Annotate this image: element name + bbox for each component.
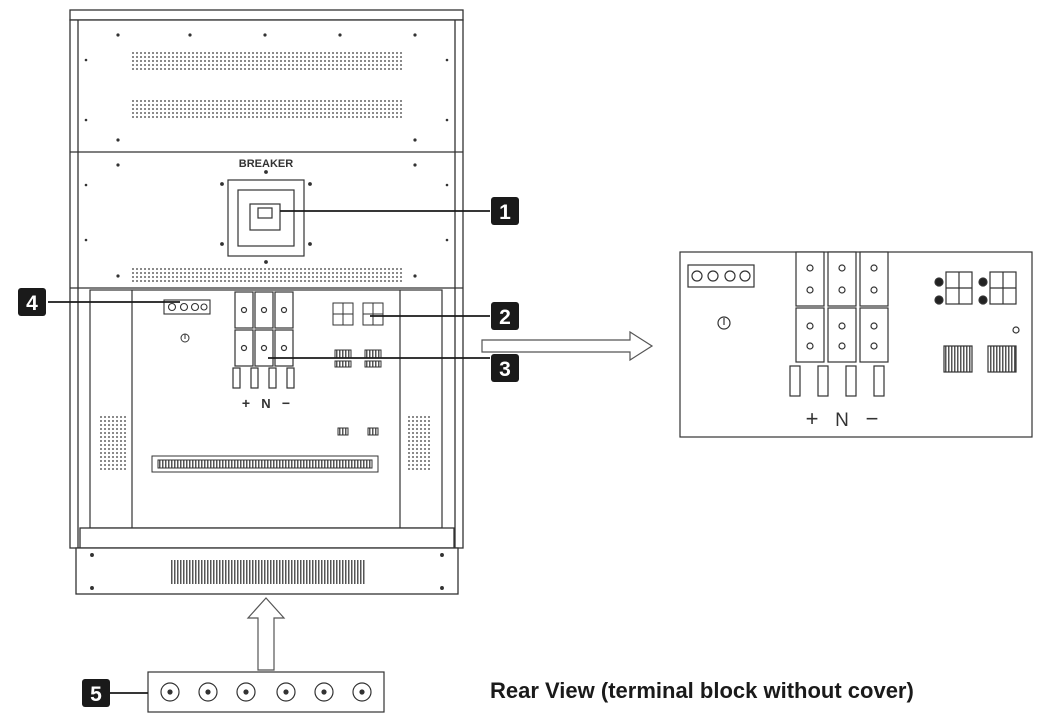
callout-4-label: 4 bbox=[26, 292, 38, 315]
detail-sign-minus: − bbox=[866, 406, 879, 431]
callout-3: 3 bbox=[491, 354, 519, 382]
cabinet-sign-plus: + bbox=[242, 395, 250, 411]
top-vent-lower bbox=[130, 98, 402, 120]
detail-sign-plus: + bbox=[806, 406, 819, 431]
right-arrow bbox=[481, 330, 654, 362]
callout-1-label: 1 bbox=[499, 201, 511, 224]
detail-terminal-signs: + N − bbox=[806, 406, 879, 431]
diagram-caption: Rear View (terminal block without cover) bbox=[490, 678, 914, 703]
breaker-label: BREAKER bbox=[239, 158, 293, 170]
cabinet-base bbox=[75, 527, 459, 595]
callout-5: 5 bbox=[82, 679, 110, 707]
middle-vent bbox=[130, 266, 402, 284]
terminal-block-detail bbox=[679, 251, 1033, 438]
callout-leader-lines bbox=[48, 210, 490, 694]
callout-2: 2 bbox=[491, 302, 519, 330]
callout-5-label: 5 bbox=[90, 683, 102, 706]
cabinet-sign-n: N bbox=[261, 396, 270, 411]
panel-screws bbox=[84, 33, 449, 278]
din-rail bbox=[151, 455, 379, 473]
ground-symbol bbox=[180, 333, 190, 343]
cabinet-busbars bbox=[232, 291, 295, 389]
callout-1: 1 bbox=[491, 197, 519, 225]
cabinet-sign-minus: − bbox=[282, 395, 290, 411]
detail-sign-n: N bbox=[835, 410, 849, 431]
input-terminal-strip bbox=[147, 671, 385, 713]
up-arrow bbox=[246, 597, 286, 671]
terminal-compartment bbox=[89, 289, 443, 529]
callout-3-label: 3 bbox=[499, 358, 511, 381]
cabinet-relay-terminals bbox=[332, 302, 384, 436]
callout-2-label: 2 bbox=[499, 306, 511, 329]
cabinet-terminal-signs: + N − bbox=[242, 395, 290, 411]
top-vent-upper bbox=[130, 50, 402, 72]
battery-connector-strip bbox=[163, 299, 211, 315]
callout-4: 4 bbox=[18, 288, 46, 316]
breaker bbox=[220, 170, 312, 264]
